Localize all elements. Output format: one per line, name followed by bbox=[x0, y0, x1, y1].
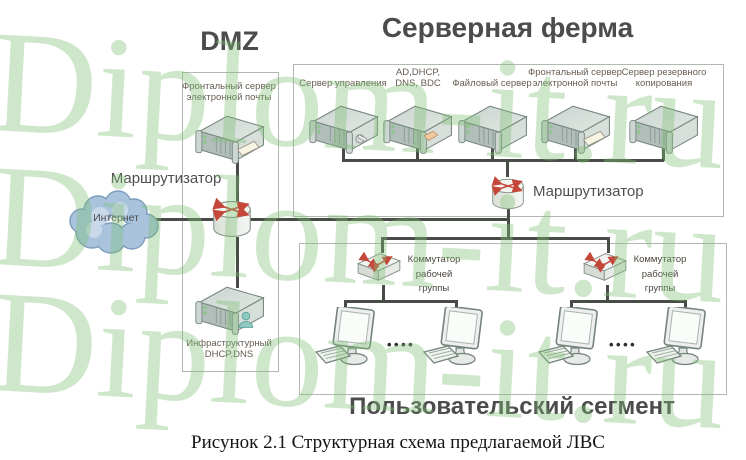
connector-drop-server5 bbox=[662, 148, 665, 161]
farm-server-ad-dhcp-icon bbox=[380, 100, 456, 158]
farm-server-management-label: Сервер управления bbox=[299, 78, 387, 89]
farm-server-file-label: Файловый сервер bbox=[452, 78, 532, 89]
connector-dmz-server-router bbox=[236, 160, 239, 205]
farm-router-label: Маршрутизатор bbox=[533, 183, 644, 200]
farm-server-file-icon bbox=[455, 100, 531, 158]
connector-switch1-down bbox=[382, 285, 385, 302]
workstation-icon bbox=[422, 305, 488, 369]
workstation-icon bbox=[645, 305, 711, 369]
farm-router-icon bbox=[488, 174, 528, 214]
connector-drop-switch2 bbox=[607, 239, 610, 253]
more-workstations-dots: •••• bbox=[609, 337, 638, 352]
connector-internet-to-core bbox=[150, 218, 510, 221]
workgroup-switch2-icon bbox=[582, 248, 628, 288]
dmz-infrastructure-server-icon bbox=[192, 281, 268, 339]
farm-server-mail-label: Фронтальный сервер электронной почты bbox=[528, 67, 622, 89]
dmz-router-icon bbox=[208, 196, 256, 242]
connector-switch-bus bbox=[381, 237, 610, 240]
connector-group2-pc2 bbox=[684, 301, 687, 313]
dmz-router-label: Маршрутизатор bbox=[110, 170, 222, 187]
connector-drop-server3 bbox=[491, 148, 494, 161]
more-workstations-dots: •••• bbox=[387, 337, 416, 352]
workgroup-switch1-icon bbox=[356, 248, 402, 288]
farm-server-management-icon bbox=[306, 100, 382, 158]
connector-farm-router-trunk bbox=[507, 205, 510, 240]
dmz-mail-server-label: Фронтальный сервер электронной почты bbox=[182, 81, 276, 103]
user-segment-zone-box bbox=[299, 243, 727, 395]
workgroup-switch2-label: Коммутатор рабочей группы bbox=[633, 254, 687, 294]
dmz-mail-server-icon bbox=[192, 110, 268, 168]
workstation-icon bbox=[314, 305, 380, 369]
workstation-icon bbox=[537, 305, 603, 369]
connector-dmz-router-infra bbox=[236, 237, 239, 288]
connector-farm-bus bbox=[342, 159, 664, 162]
user-segment-title: Пользовательский сегмент bbox=[349, 393, 675, 420]
connector-bus-to-farm-router bbox=[506, 160, 509, 177]
server-farm-title: Серверная ферма bbox=[381, 12, 634, 43]
farm-server-backup-label: Сервер резервного копирования bbox=[621, 67, 707, 89]
connector-drop-server1 bbox=[342, 148, 345, 161]
farm-server-ad-dhcp-label: AD,DHCP, DNS, BDC bbox=[395, 67, 441, 89]
connector-switch2-down bbox=[606, 285, 609, 302]
figure-caption: Рисунок 2.1 Структурная схема предлагаем… bbox=[191, 432, 605, 453]
connector-drop-server4 bbox=[574, 148, 577, 161]
farm-server-backup-icon bbox=[626, 100, 702, 158]
internet-label: Интернет bbox=[93, 212, 139, 224]
dmz-infrastructure-server-label: Инфраструктурный DHCP,DNS bbox=[186, 338, 272, 360]
workgroup-switch1-label: Коммутатор рабочей группы bbox=[407, 254, 461, 294]
dmz-title: DMZ bbox=[200, 26, 259, 56]
connector-group1-bus bbox=[344, 300, 458, 303]
connector-drop-server2 bbox=[416, 148, 419, 161]
farm-server-mail-icon bbox=[538, 100, 614, 158]
connector-drop-switch1 bbox=[381, 239, 384, 253]
connector-group2-bus bbox=[570, 300, 687, 303]
dmz-zone-box bbox=[182, 72, 279, 372]
